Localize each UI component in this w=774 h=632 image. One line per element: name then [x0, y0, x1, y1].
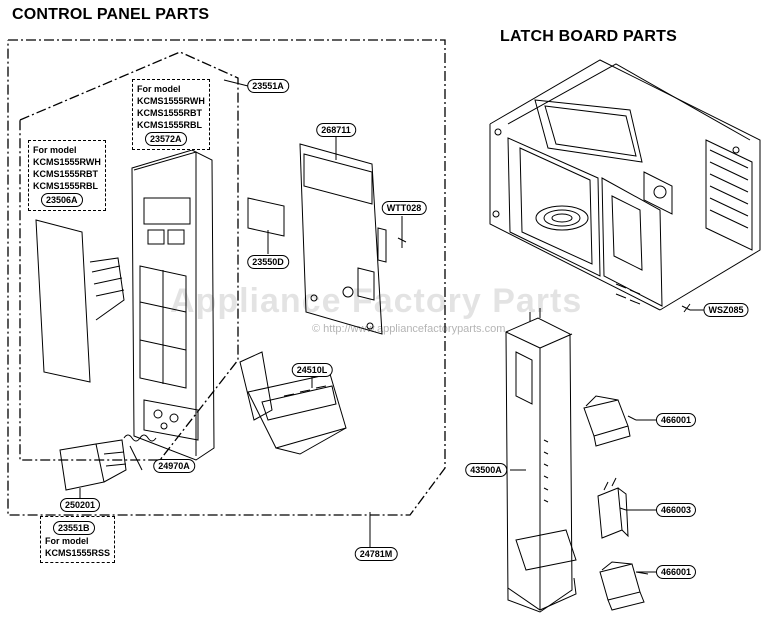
- part-label-24781M: 24781M: [354, 547, 398, 561]
- screw-wtt028: [397, 236, 407, 248]
- part-label-466003: 466003: [655, 503, 697, 517]
- control-panel-frame: [131, 149, 215, 461]
- button-spring: [123, 434, 157, 442]
- watermark-brand: Appliance Factory Parts: [170, 282, 583, 320]
- model-number: KCMS1555RBL: [33, 181, 99, 191]
- part-label-24970A: 24970A: [153, 459, 195, 473]
- latch-board-title: LATCH BOARD PARTS: [500, 28, 678, 45]
- latch-bracket: [239, 351, 347, 455]
- part-label-43500A: 43500A: [465, 463, 507, 477]
- door-button: [59, 439, 127, 491]
- model-number: KCMS1555RWH: [33, 157, 101, 167]
- part-label-268711: 268711: [316, 123, 356, 137]
- model-note-heading: For model: [45, 536, 89, 546]
- part-label-23506A: 23506A: [41, 193, 83, 207]
- model-number: KCMS1555RBT: [33, 169, 99, 179]
- part-label-WSZ085: WSZ085: [703, 303, 749, 317]
- model-note-c: 23551B For model KCMS1555RSS: [40, 516, 116, 563]
- screw-wsz085: [681, 303, 691, 313]
- model-note-a: For model KCMS1555RWH KCMS1555RBT KCMS15…: [132, 79, 210, 150]
- model-note-heading: For model: [33, 145, 77, 155]
- leader-lines: [79, 79, 705, 573]
- part-label-466001-top: 466001: [655, 413, 697, 427]
- part-label-466001-bottom: 466001: [655, 565, 697, 579]
- model-number: KCMS1555RWH: [137, 96, 205, 106]
- part-label-24510L: 24510L: [291, 363, 333, 377]
- microswitch-466001-top: [583, 395, 637, 447]
- model-note-heading: For model: [137, 84, 181, 94]
- microswitch-466001-bottom: [599, 561, 649, 611]
- model-number: KCMS1555RSS: [45, 548, 111, 558]
- model-number: KCMS1555RBL: [137, 120, 203, 130]
- part-label-23551B: 23551B: [53, 521, 95, 535]
- control-panel-title: CONTROL PANEL PARTS: [12, 6, 210, 23]
- latch-board: [505, 308, 577, 613]
- part-label-23572A: 23572A: [145, 132, 187, 146]
- control-panel-boundary: [7, 39, 446, 516]
- model-note-b: For model KCMS1555RWH KCMS1555RBT KCMS15…: [28, 140, 106, 211]
- part-label-23551A: 23551A: [247, 79, 289, 93]
- microwave-cavity: [489, 59, 761, 311]
- watermark-url: © http://www.appliancefactoryparts.com: [312, 323, 506, 335]
- membrane-switch: [35, 219, 125, 383]
- display-window: [247, 197, 285, 237]
- control-pcb: [299, 143, 387, 335]
- part-label-23550D: 23550D: [247, 255, 289, 269]
- model-number: KCMS1555RBT: [137, 108, 203, 118]
- part-label-250201: 250201: [59, 498, 101, 512]
- part-label-WTT028: WTT028: [381, 201, 427, 215]
- microswitch-466003: [597, 477, 629, 539]
